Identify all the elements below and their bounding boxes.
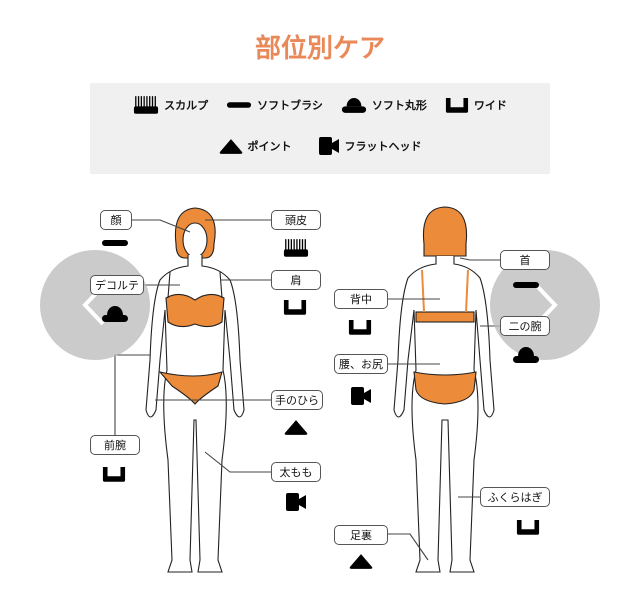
wide-icon	[516, 518, 540, 535]
wide-icon	[283, 298, 307, 315]
soft-brush-icon	[101, 239, 129, 247]
soft-round-icon	[512, 344, 540, 364]
label-waist-hip[interactable]: 腰、お尻	[334, 354, 388, 374]
front-figure	[145, 207, 245, 573]
label-forearm[interactable]: 前腕	[90, 435, 140, 455]
legend-item-flat-head: フラットヘッド	[318, 136, 422, 156]
point-icon	[349, 553, 373, 570]
carousel-prev-button[interactable]	[40, 250, 150, 360]
page-title: 部位別ケア	[254, 34, 385, 64]
label-decollete[interactable]: デコルテ	[90, 275, 144, 295]
wide-icon	[102, 465, 126, 482]
tool-legend: スカルプ ソフトブラシ ソフト丸形 ワイド ポイント フラットヘッド	[90, 83, 550, 174]
soft-round-icon	[101, 303, 129, 323]
label-back[interactable]: 背中	[334, 289, 388, 309]
label-thigh[interactable]: 太もも	[271, 462, 321, 482]
legend-item-wide: ワイド	[445, 95, 507, 114]
soft-brush-icon	[512, 281, 540, 289]
point-icon	[284, 419, 308, 436]
label-scalp[interactable]: 頭皮	[271, 210, 321, 230]
label-sole[interactable]: 足裏	[334, 525, 388, 545]
wide-icon	[348, 318, 372, 335]
label-shoulder[interactable]: 肩	[271, 270, 321, 290]
label-neck[interactable]: 首	[500, 250, 550, 270]
label-palm[interactable]: 手のひら	[271, 390, 323, 410]
legend-item-soft-round: ソフト丸形	[341, 95, 427, 114]
flat-head-icon	[350, 386, 372, 406]
legend-item-scalp: スカルプ	[133, 95, 208, 114]
scalp-icon	[283, 238, 309, 257]
label-upper-arm[interactable]: 二の腕	[500, 316, 550, 336]
label-calf[interactable]: ふくらはぎ	[480, 487, 550, 507]
legend-item-point: ポイント	[219, 136, 292, 156]
legend-item-soft-brush: ソフトブラシ	[226, 95, 323, 114]
label-face[interactable]: 顔	[100, 210, 132, 230]
back-figure	[393, 206, 495, 573]
flat-head-icon	[285, 492, 307, 512]
